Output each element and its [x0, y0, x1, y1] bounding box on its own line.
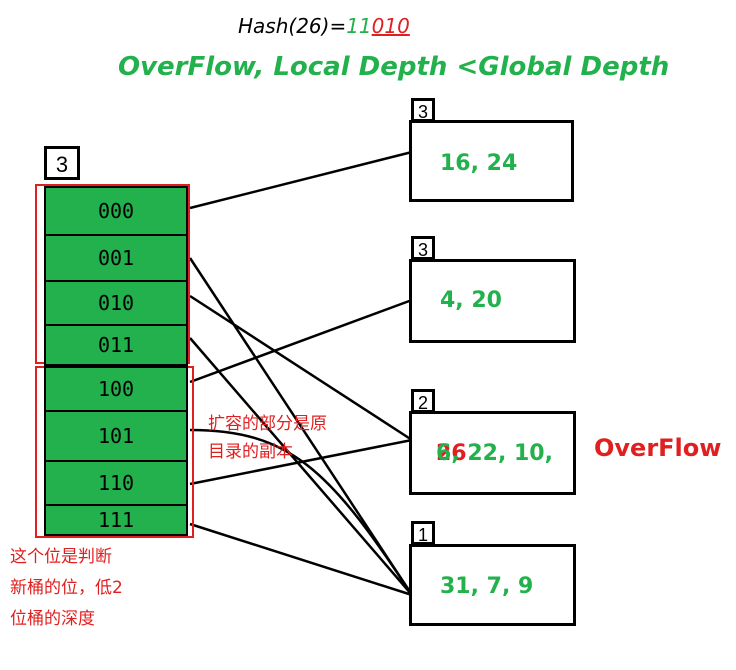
bucket-3-keys: 6, 22, 10, 26 [436, 441, 553, 466]
pointer-000 [189, 150, 413, 210]
directory-entry: 111 [44, 504, 188, 536]
pointer-111 [189, 522, 413, 597]
bucket-3-new-key: 26 [436, 441, 467, 466]
bucket-2-keys: 4, 20 [440, 288, 502, 313]
directory-entry: 110 [44, 460, 188, 506]
hash-bits-low: 010 [371, 14, 410, 38]
bucket-2-local-depth: 3 [411, 236, 435, 260]
bucket-4-local-depth: 1 [411, 521, 435, 545]
bucket-3: 6, 22, 10, 26 [409, 411, 576, 495]
directory-entry: 101 [44, 410, 188, 462]
overflow-label: OverFlow [594, 434, 722, 462]
directory-entry: 011 [44, 324, 188, 366]
pointer-100 [189, 298, 413, 384]
bucket-4-keys: 31, 7, 9 [440, 574, 534, 599]
bucket-2: 4, 20 [409, 259, 576, 343]
bucket-1-keys: 16, 24 [440, 151, 518, 176]
bit-note: 这个位是判断 新桶的位，低2 位桶的深度 [10, 547, 123, 629]
bucket-3-local-depth: 2 [411, 389, 435, 413]
global-depth-box: 3 [44, 146, 80, 180]
hash-formula: Hash(26)=11010 [238, 14, 410, 38]
pointer-110 [189, 438, 413, 486]
directory-entry: 000 [44, 186, 188, 236]
global-depth-value: 3 [55, 152, 69, 177]
bucket-1-local-depth: 3 [411, 98, 435, 122]
headline: OverFlow, Local Depth <Global Depth [118, 52, 670, 82]
pointer-101 [189, 428, 414, 596]
copy-note: 扩容的部分是原 目录的副本 [208, 414, 327, 462]
directory-entry: 001 [44, 234, 188, 282]
pointer-010 [189, 294, 413, 442]
bucket-1: 16, 24 [409, 120, 574, 202]
pointer-011 [189, 337, 413, 596]
directory-entry: 010 [44, 280, 188, 326]
hash-prefix: Hash(26)= [238, 14, 347, 38]
bucket-4: 31, 7, 9 [409, 544, 576, 626]
directory-entry: 100 [44, 366, 188, 412]
hash-bits-high: 11 [346, 14, 372, 38]
